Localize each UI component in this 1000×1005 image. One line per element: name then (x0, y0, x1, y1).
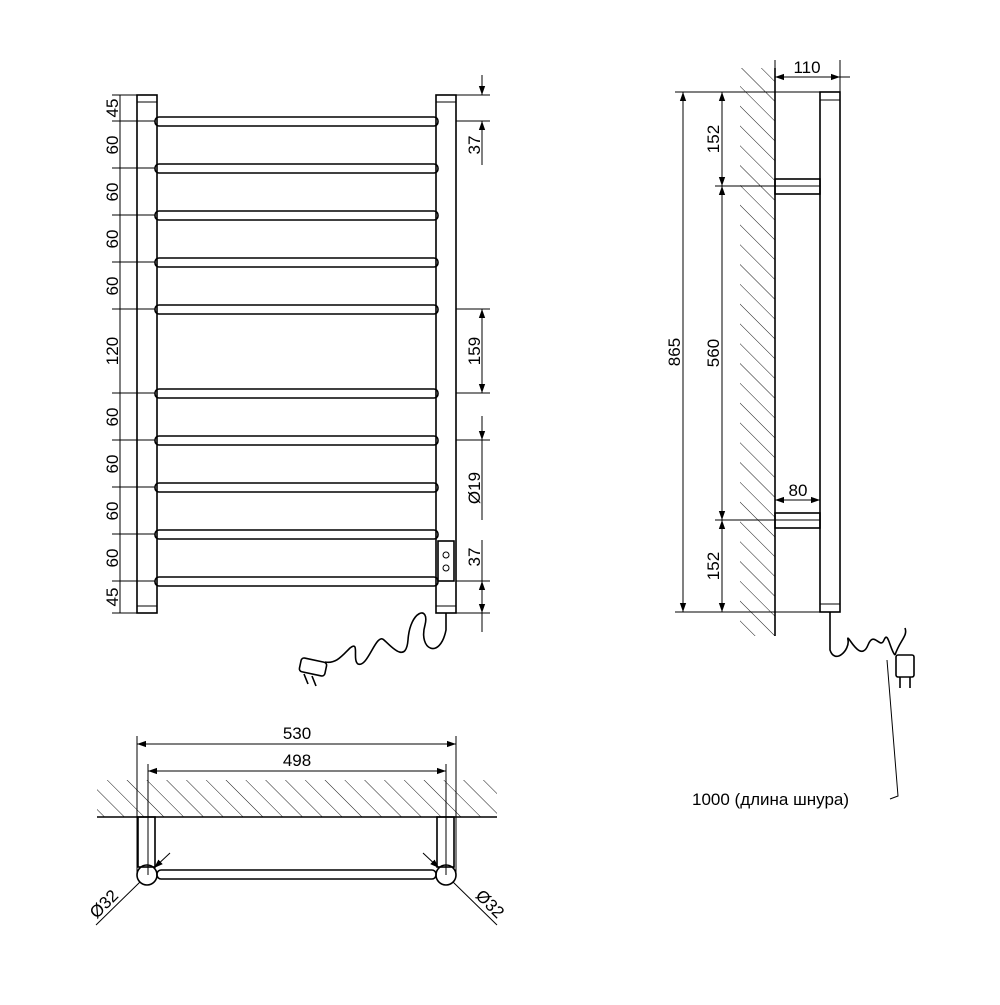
control-unit (437, 540, 455, 582)
right-bracket-top (436, 816, 455, 868)
right-diameter: Ø32 (472, 886, 508, 922)
dim-left-3: 60 (103, 183, 122, 202)
dim-left-6: 120 (103, 337, 122, 365)
dim-left-7: 60 (103, 408, 122, 427)
side-post (819, 91, 841, 613)
plug-icon (895, 654, 915, 678)
left-bracket-top (137, 816, 156, 868)
dim-left-10: 60 (103, 549, 122, 568)
top-view: 530 498 Ø32 Ø32 (86, 724, 508, 926)
cord-leader-line (886, 659, 899, 800)
dim-left-2: 60 (103, 136, 122, 155)
bar (154, 116, 439, 127)
bar (154, 304, 439, 315)
left-post (136, 94, 158, 614)
dim-mount-spacing: 560 (704, 339, 723, 367)
left-diameter: Ø32 (86, 886, 122, 922)
front-view: 45 60 60 60 60 120 60 60 60 60 45 37 (103, 75, 490, 687)
dim-left-9: 60 (103, 502, 122, 521)
wall-hatch (740, 68, 775, 636)
right-dimension-chain: 37 159 Ø19 37 (456, 75, 490, 632)
dim-right-top: 37 (465, 136, 484, 155)
bar (154, 435, 439, 446)
bar (154, 257, 439, 268)
dim-left-11: 45 (103, 588, 122, 607)
dim-right-tube: Ø19 (465, 472, 484, 504)
power-cord-side (829, 612, 915, 688)
dim-mount-top: 152 (704, 125, 723, 153)
indicator-icon (442, 551, 450, 559)
plug-icon (298, 657, 328, 677)
dim-left-8: 60 (103, 455, 122, 474)
dim-mount-bottom: 152 (704, 552, 723, 580)
bar (154, 482, 439, 493)
button-icon (442, 564, 450, 572)
dim-bracket-depth: 80 (789, 481, 808, 500)
bar (154, 529, 439, 540)
dim-left-1: 45 (103, 99, 122, 118)
bar (154, 163, 439, 174)
side-view: 110 865 152 560 152 80 1000 (длина шнура… (665, 58, 915, 809)
dim-right-bottom: 37 (465, 548, 484, 567)
cord-length-label: 1000 (длина шнура) (692, 790, 849, 809)
left-dimension-chain: 45 60 60 60 60 120 60 60 60 60 45 (103, 94, 155, 614)
power-cord-front (298, 612, 447, 687)
wall-hatch-top (97, 780, 497, 817)
horizontal-bars (154, 116, 439, 587)
bar (154, 576, 439, 587)
dim-depth: 110 (793, 58, 820, 77)
dim-axis-width: 498 (283, 751, 311, 770)
dim-height: 865 (665, 338, 684, 366)
dim-right-middle: 159 (465, 337, 484, 365)
right-post (435, 94, 457, 614)
dim-overall-width: 530 (283, 724, 311, 743)
dim-left-5: 60 (103, 277, 122, 296)
bar (154, 388, 439, 399)
bar (154, 210, 439, 221)
bar-top-view (156, 869, 437, 880)
dim-left-4: 60 (103, 230, 122, 249)
